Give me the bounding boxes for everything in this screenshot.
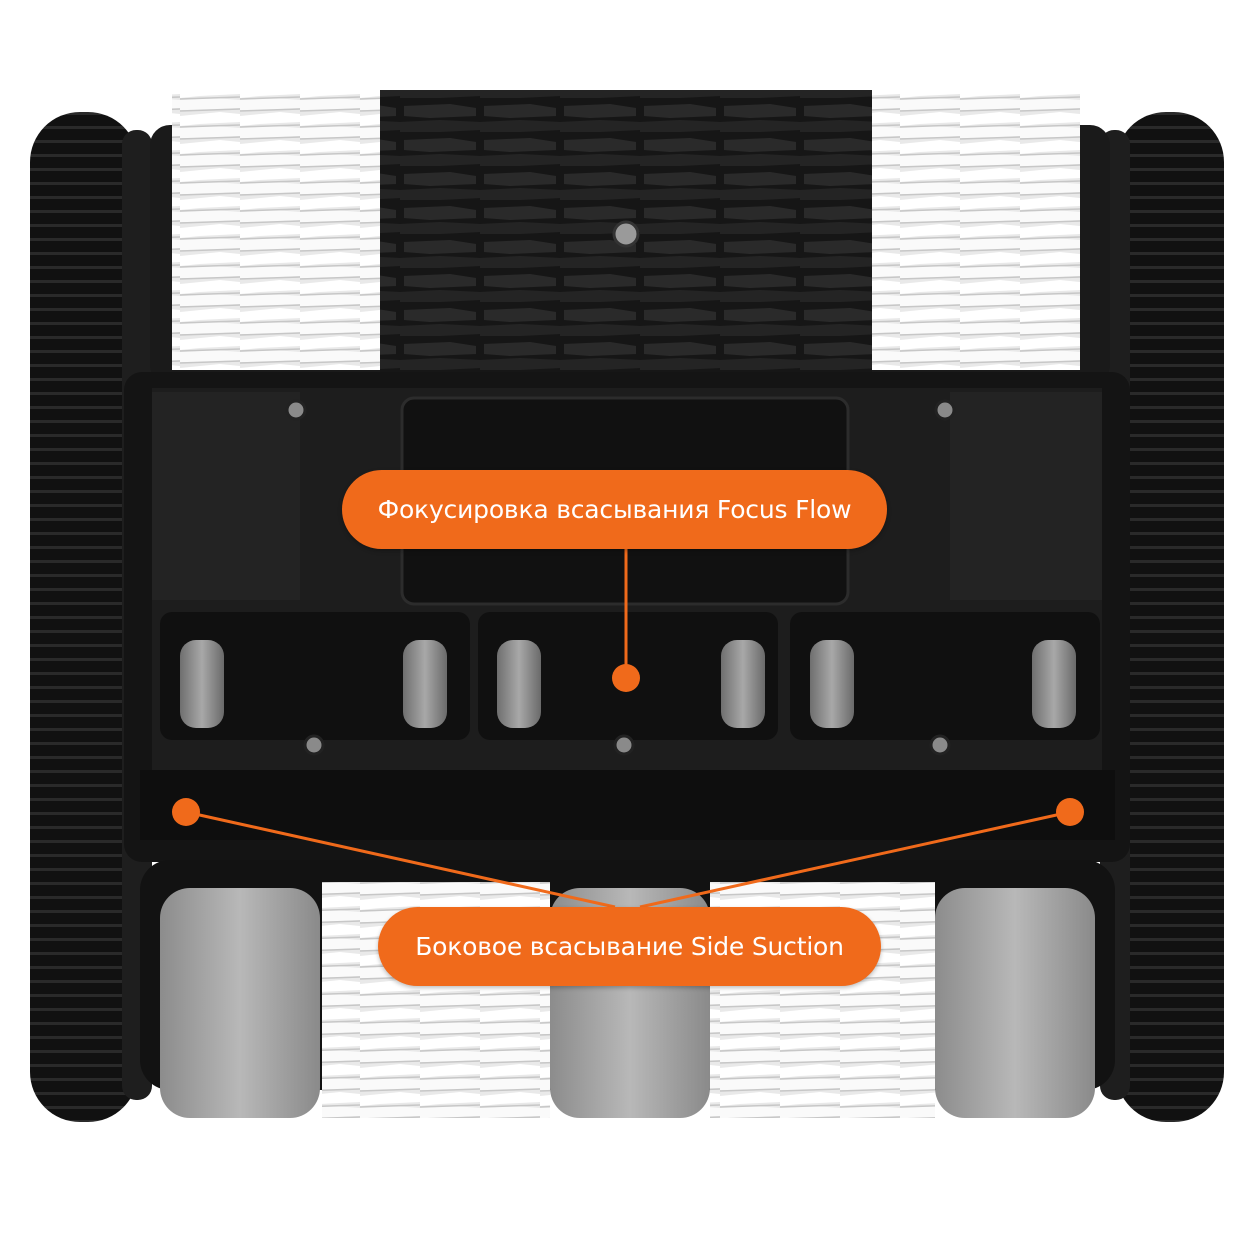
top-brush bbox=[150, 90, 1110, 385]
bottom-rollers bbox=[140, 860, 1115, 1118]
side-suction-callout: Боковое всасывание Side Suction bbox=[378, 907, 881, 986]
focus-flow-callout: Фокусировка всасывания Focus Flow bbox=[342, 470, 887, 549]
callout-leaders bbox=[172, 548, 1084, 909]
focus-flow-label: Фокусировка всасывания Focus Flow bbox=[377, 495, 852, 524]
side-suction-label: Боковое всасывание Side Suction bbox=[415, 932, 844, 961]
